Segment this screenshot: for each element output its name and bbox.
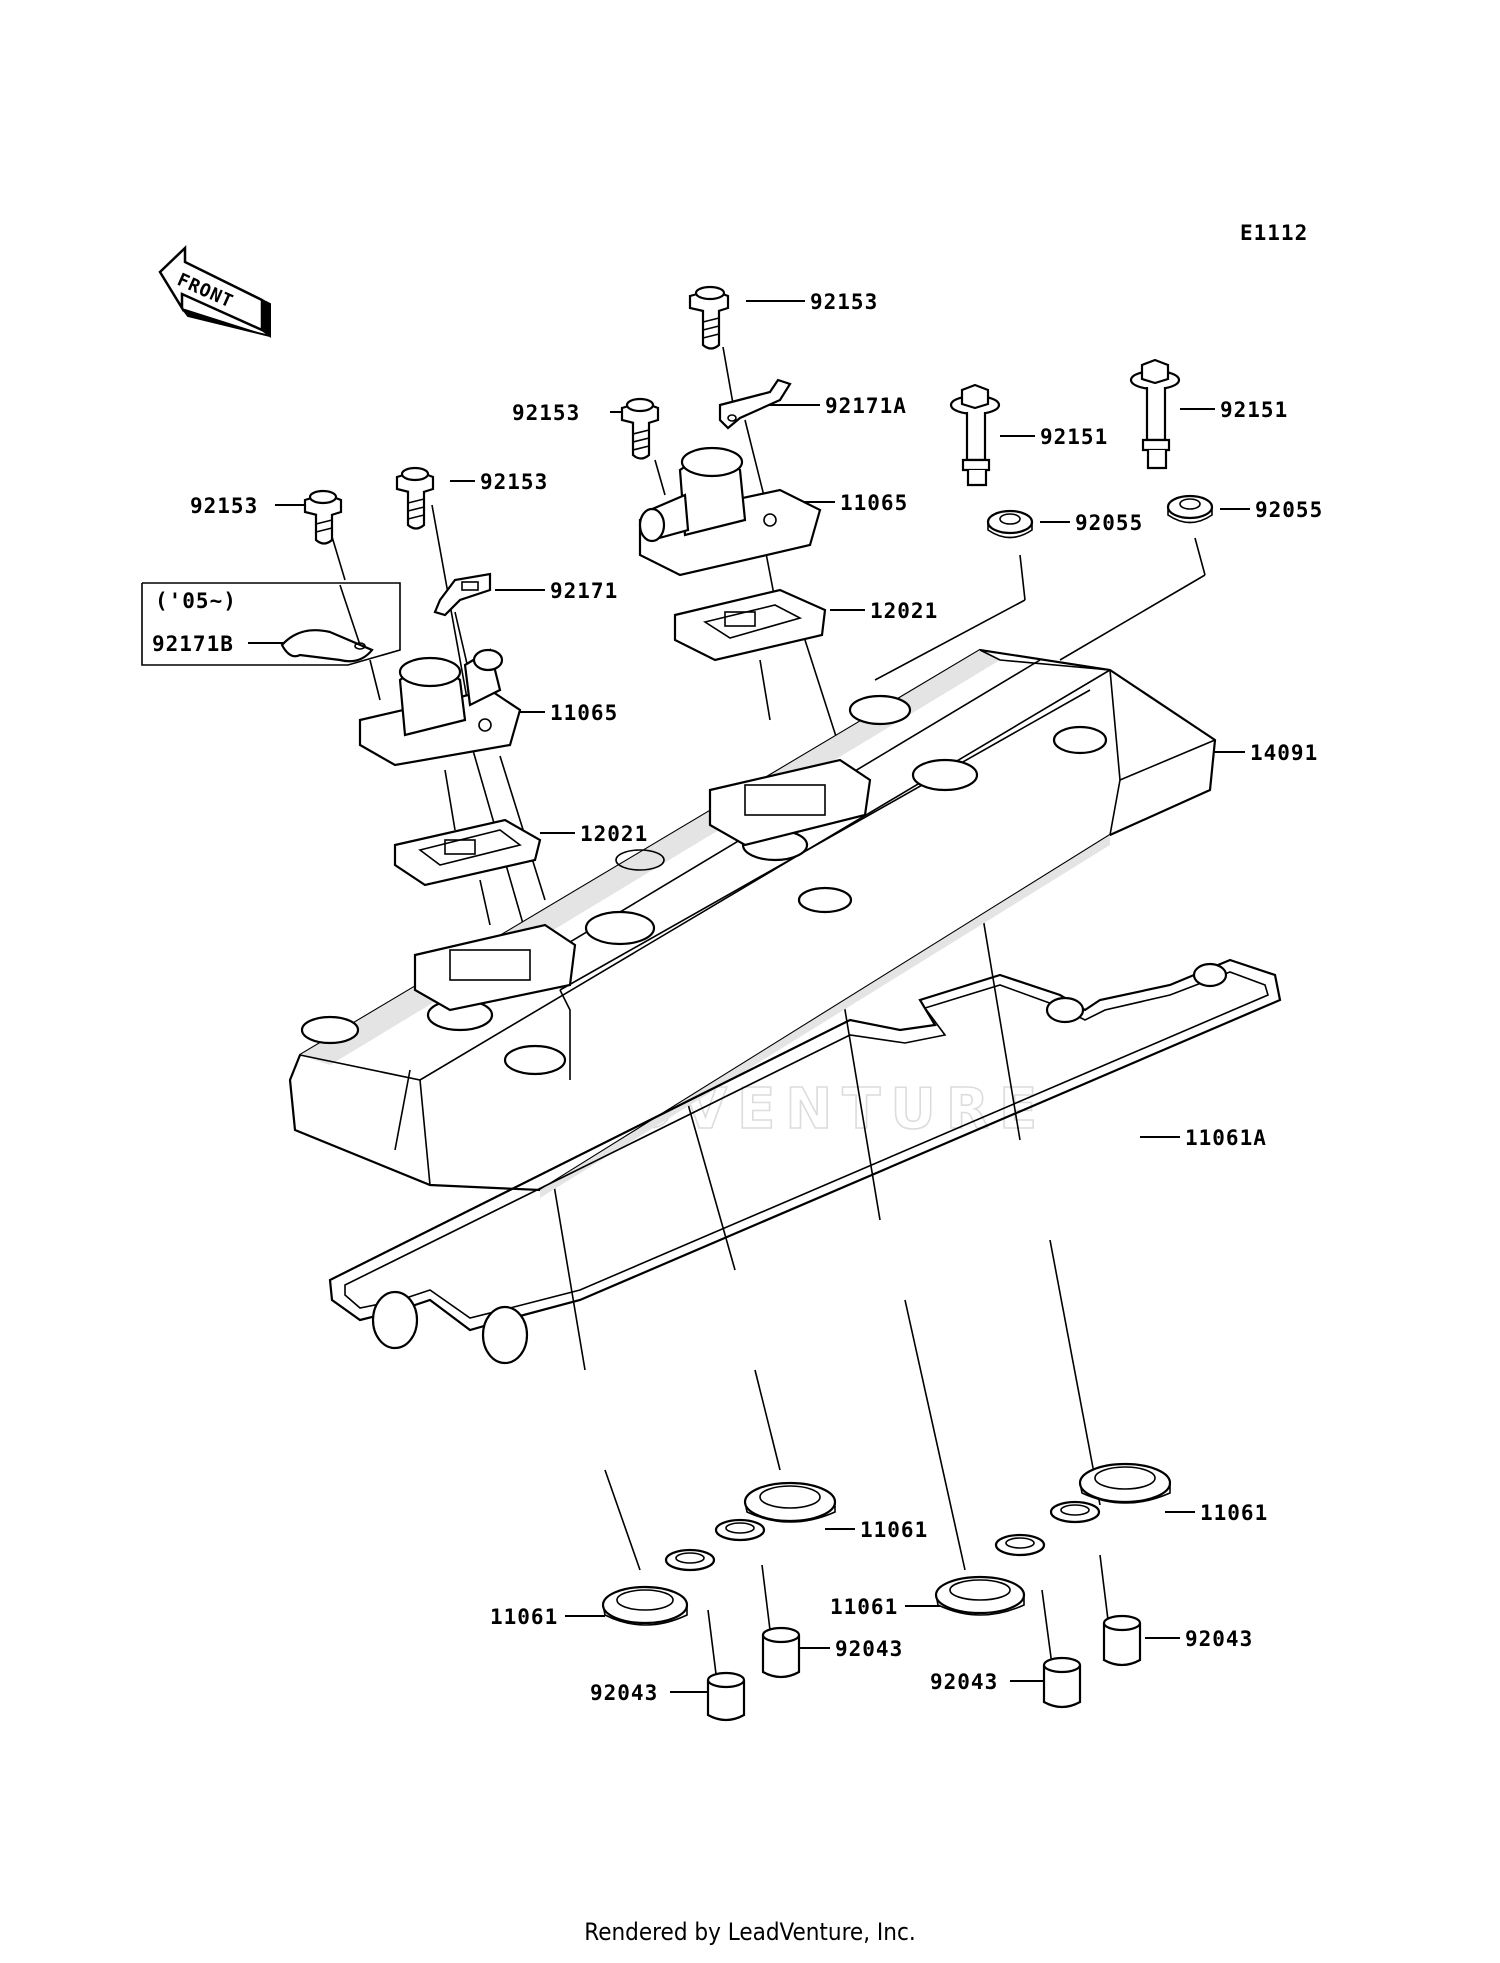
callout-label: 11065 <box>840 491 908 515</box>
grommet-92055-icon <box>986 509 1034 539</box>
dowel-pin-92043-icon <box>761 1626 801 1679</box>
callout-label: 11065 <box>550 701 618 725</box>
callout-label: 92153 <box>480 470 548 494</box>
callout-label: 92171B <box>152 632 234 656</box>
bracket-92171a-icon <box>718 378 792 430</box>
callout-label: 11061 <box>490 1605 558 1629</box>
bolt-92153-icon <box>303 489 343 545</box>
callout-label: 11061A <box>1185 1126 1267 1150</box>
callout-label: 92153 <box>810 290 878 314</box>
dowel-pin-92043-icon <box>706 1671 746 1722</box>
callout-label: 12021 <box>870 599 938 623</box>
callout-label: 92043 <box>1185 1627 1253 1651</box>
bolt-92151-icon <box>949 383 1001 487</box>
callout-labels: 92153 92171A 92153 92151 92151 92153 921… <box>152 290 1323 1705</box>
callout-label: 92151 <box>1220 398 1288 422</box>
breather-cover-11065-icon <box>358 648 522 767</box>
diagram-code: E1112 <box>1240 221 1308 245</box>
callout-label: 92043 <box>930 1670 998 1694</box>
callout-label: 92055 <box>1255 498 1323 522</box>
callout-label: 92171A <box>825 394 907 418</box>
callout-label: 11061 <box>830 1595 898 1619</box>
bracket-92171b-icon <box>280 629 374 663</box>
callout-label: 11061 <box>1200 1501 1268 1525</box>
callout-label: 92171 <box>550 579 618 603</box>
bolt-92151-icon <box>1129 358 1181 470</box>
footer-credit: Rendered by LeadVenture, Inc. <box>584 1918 916 1946</box>
bolt-92153-icon <box>688 285 730 350</box>
breather-cover-11065-icon <box>638 446 822 577</box>
gasket-11061a-icon <box>328 958 1282 1365</box>
callout-label: 92055 <box>1075 511 1143 535</box>
dowel-pin-92043-icon <box>1042 1656 1082 1709</box>
callout-label: 92153 <box>512 401 580 425</box>
plug-gasket-11061-icon <box>1049 1462 1172 1524</box>
callout-label: 92151 <box>1040 425 1108 449</box>
callout-label: 12021 <box>580 822 648 846</box>
plug-gasket-11061-icon <box>934 1533 1046 1616</box>
variant-note: ('05~) <box>155 589 237 613</box>
plug-gasket-11061-icon <box>601 1548 716 1626</box>
front-arrow-icon: FRONT <box>158 245 271 338</box>
bracket-92171-icon <box>433 572 492 617</box>
callout-label: 92153 <box>190 494 258 518</box>
bolt-92153-icon <box>395 466 435 530</box>
callout-label: 14091 <box>1250 741 1318 765</box>
bolt-92153-icon <box>620 397 660 460</box>
grommet-92055-icon <box>1166 494 1214 524</box>
dowel-pin-92043-icon <box>1102 1614 1142 1667</box>
callout-label: 11061 <box>860 1518 928 1542</box>
callout-label: 92043 <box>590 1681 658 1705</box>
plug-gasket-11061-icon <box>714 1481 837 1542</box>
cylinder-head-cover-14091-icon <box>288 648 1217 1198</box>
gasket-12021-icon <box>673 588 827 662</box>
gasket-12021-icon <box>393 818 542 887</box>
callout-label: 92043 <box>835 1637 903 1661</box>
